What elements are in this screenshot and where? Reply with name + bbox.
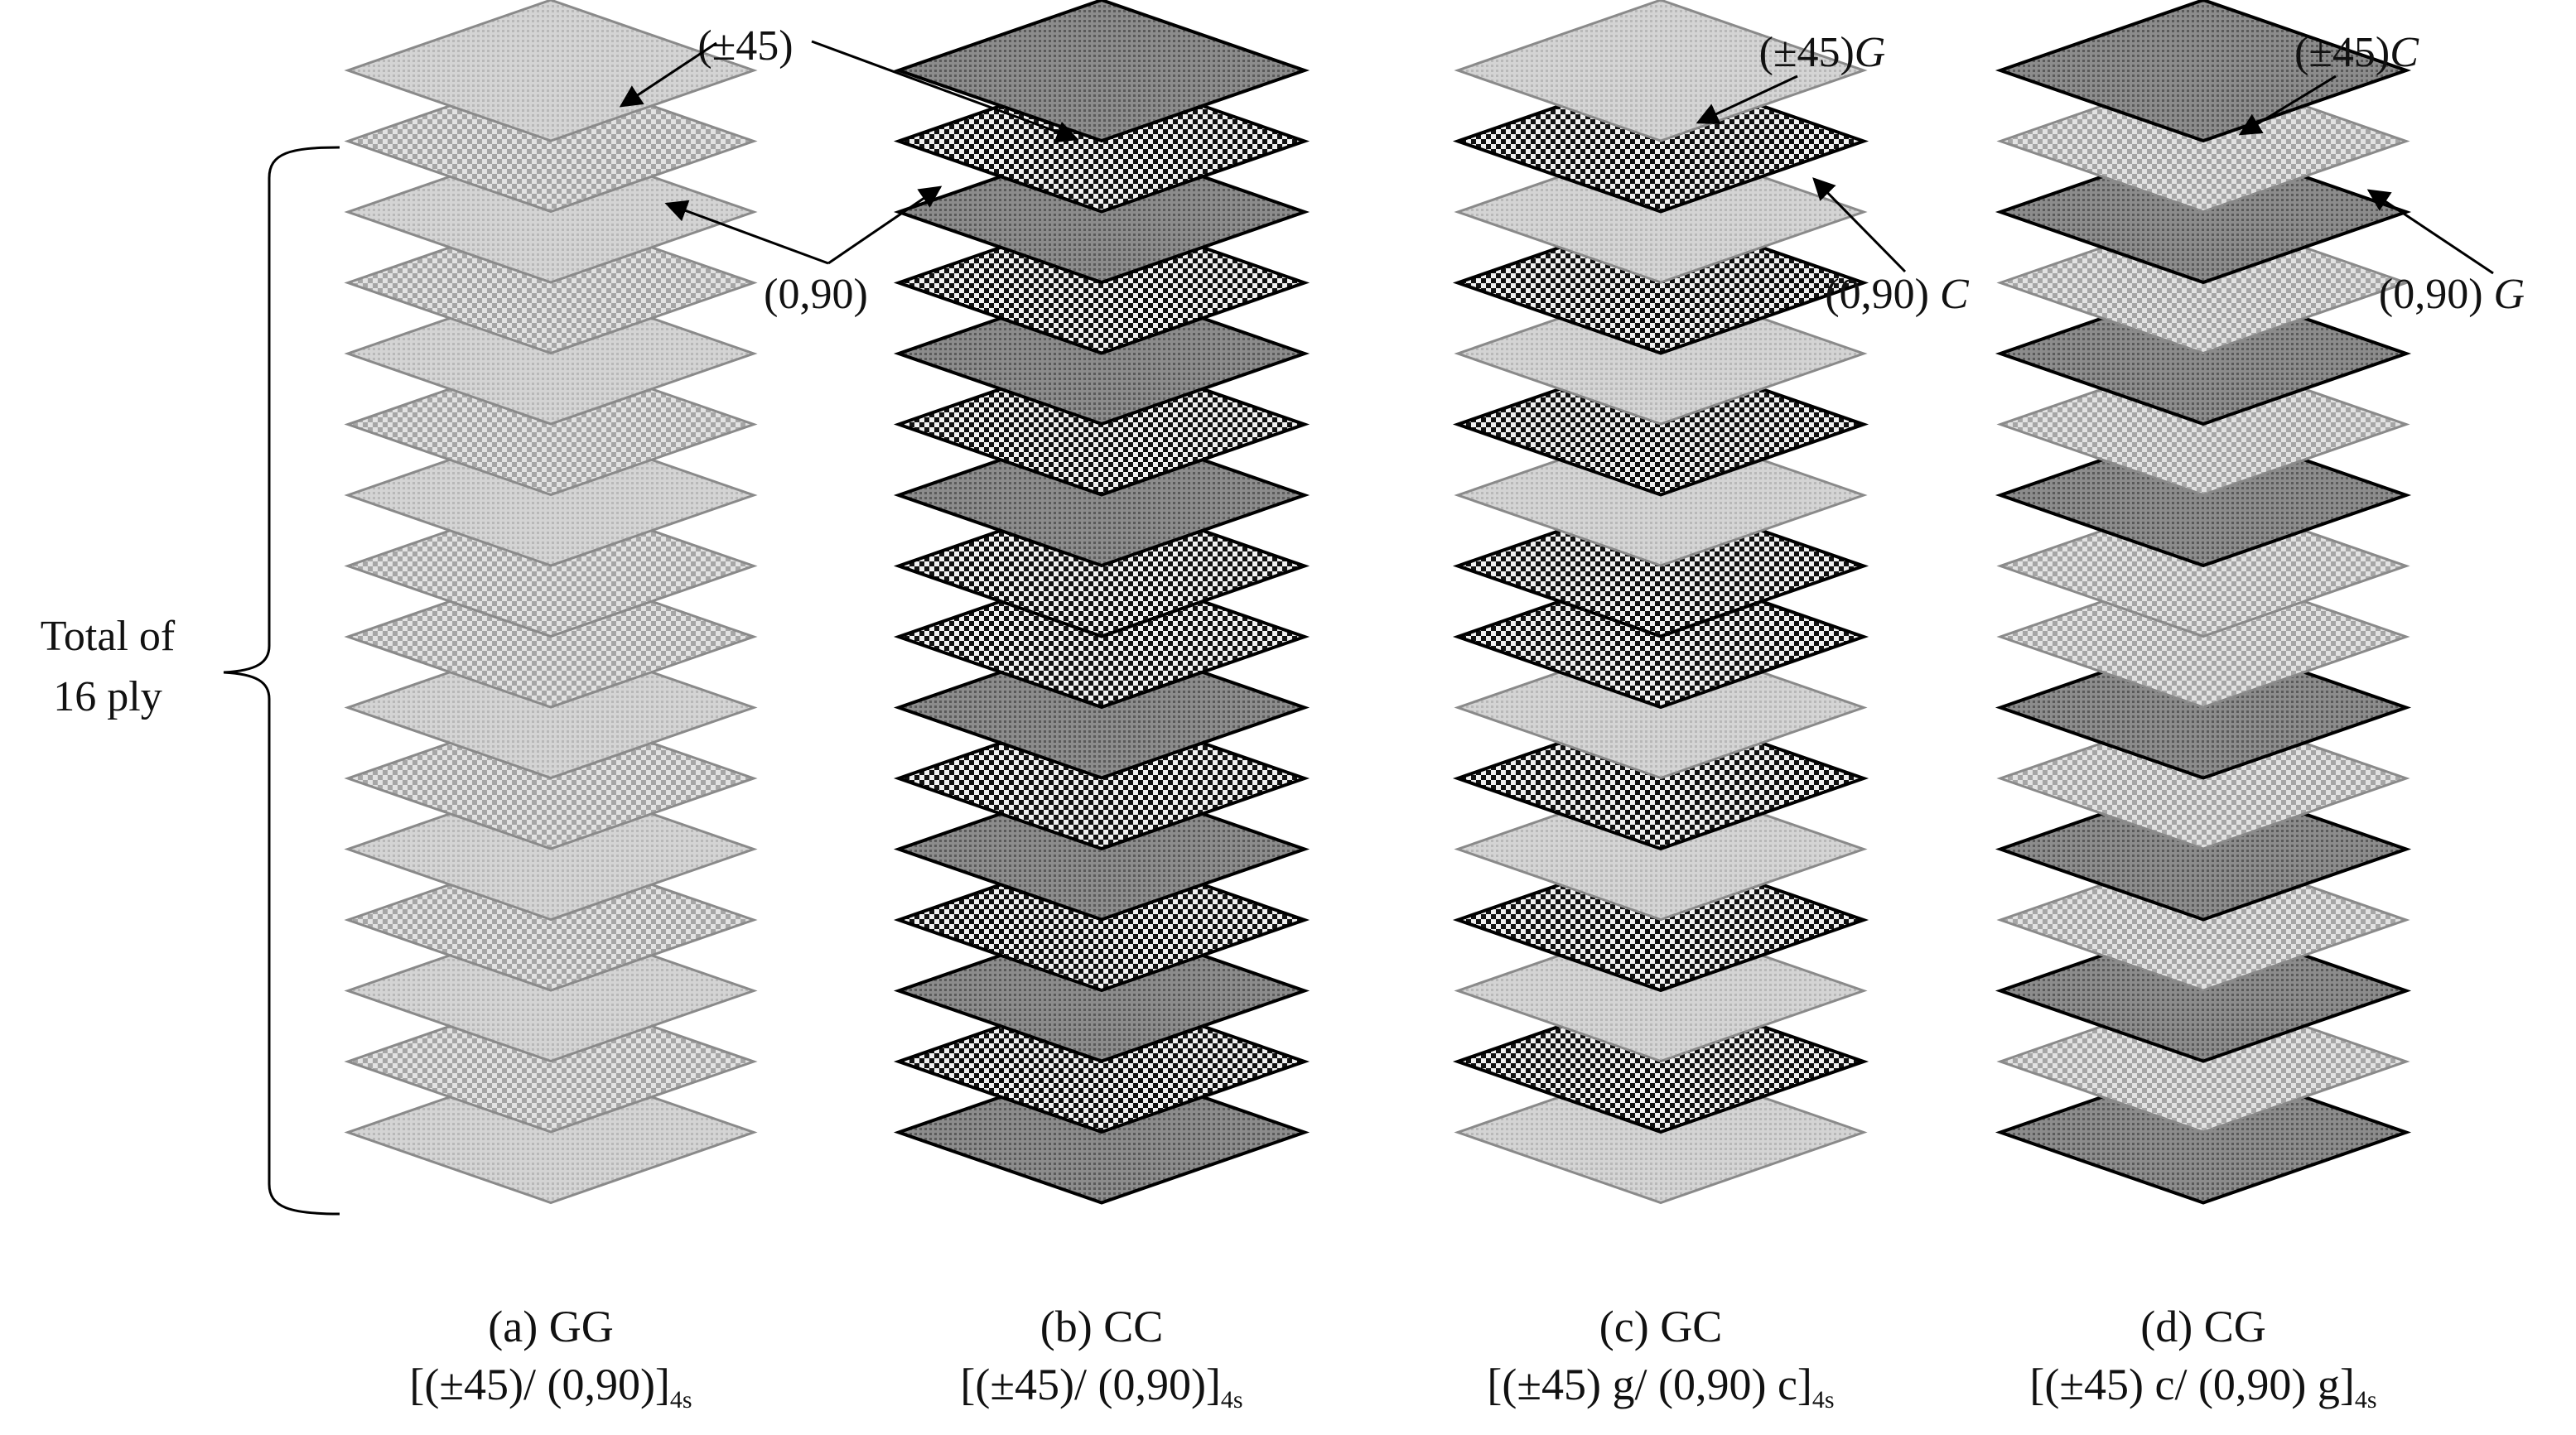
stack-gc [1452, 0, 1869, 1205]
stack-cg [1995, 0, 2412, 1205]
svg-text:(b) CC: (b) CC [1040, 1302, 1164, 1351]
svg-text:(0,90): (0,90) [764, 271, 868, 318]
annotation-c-top: (±45)G [1696, 29, 1886, 124]
total-label-line2: 16 ply [53, 673, 162, 720]
stack-gg [344, 0, 758, 1205]
svg-text:(±45)C: (±45)C [2294, 29, 2419, 76]
ply-a-1 [344, 0, 758, 142]
total-label-line1: Total of [41, 613, 176, 660]
ply-b-1 [893, 0, 1310, 143]
svg-text:(0,90) G: (0,90) G [2379, 271, 2525, 318]
svg-text:[(±45) c/ (0,90) g]4s: [(±45) c/ (0,90) g]4s [2029, 1360, 2376, 1413]
svg-text:(c) GC: (c) GC [1599, 1302, 1722, 1351]
caption-a: (a) GG [(±45)/ (0,90)]4s [409, 1302, 692, 1413]
ply-count-brace [223, 146, 340, 1216]
annotation-d-second: (0,90) G [2366, 189, 2525, 318]
caption-d: (d) CG [(±45) c/ (0,90) g]4s [2029, 1302, 2376, 1413]
annotation-c-second: (0,90) C [1812, 177, 1970, 318]
svg-text:[(±45)/ (0,90)]4s: [(±45)/ (0,90)]4s [409, 1360, 692, 1413]
ply-c-1 [1454, 0, 1868, 142]
ply-d-1 [1995, 0, 2412, 143]
svg-text:(d) CG: (d) CG [2140, 1302, 2265, 1351]
annotation-a-second: (0,90) [664, 185, 943, 318]
svg-text:(±45)G: (±45)G [1759, 29, 1886, 76]
svg-text:[(±45)/ (0,90)]4s: [(±45)/ (0,90)]4s [960, 1360, 1242, 1413]
svg-text:(a) GG: (a) GG [488, 1302, 613, 1351]
annotation-d-top: (±45)C [2238, 29, 2419, 136]
svg-text:[(±45) g/ (0,90) c]4s: [(±45) g/ (0,90) c]4s [1487, 1360, 1834, 1413]
annotation-a-top: (±45) [619, 22, 1079, 143]
caption-c: (c) GC [(±45) g/ (0,90) c]4s [1487, 1302, 1834, 1413]
stack-cc [893, 0, 1310, 1205]
caption-b: (b) CC [(±45)/ (0,90)]4s [960, 1302, 1242, 1413]
svg-text:(0,90) C: (0,90) C [1825, 271, 1970, 318]
